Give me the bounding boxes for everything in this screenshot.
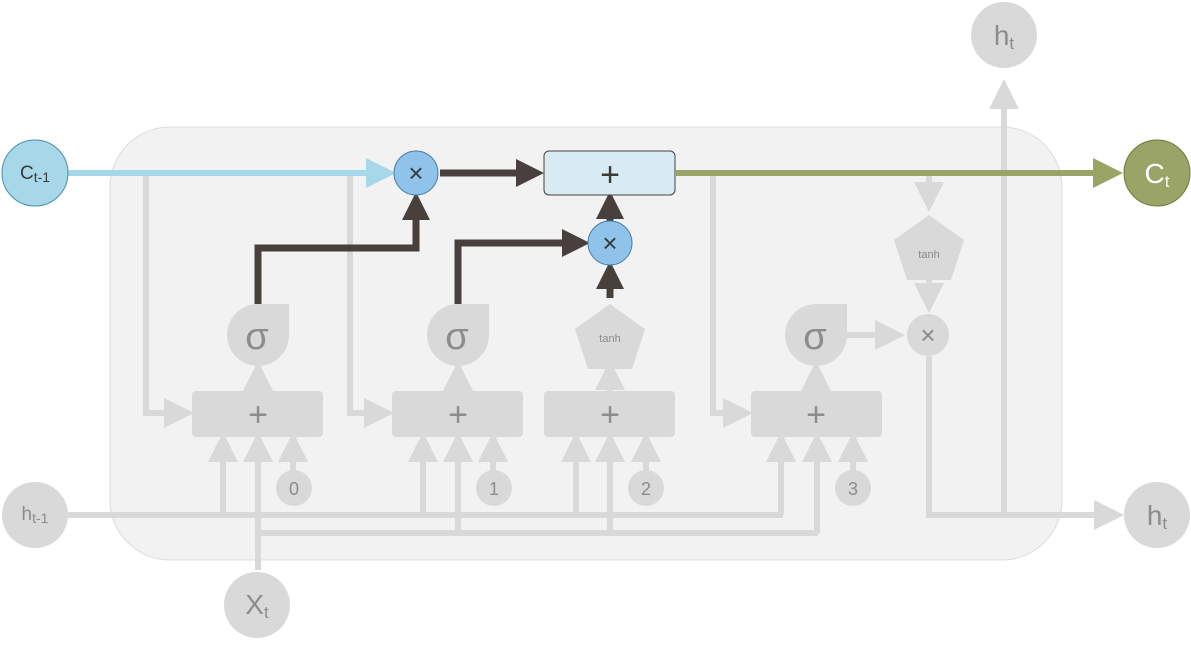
h-out-right-node: [1124, 482, 1190, 548]
h-prev-main: h: [22, 504, 33, 525]
sigma-label-1: σ: [445, 316, 468, 358]
peephole-3: [710, 173, 753, 428]
bias-label-3: 3: [848, 479, 858, 499]
bias-node-1: [476, 470, 512, 506]
sigma-label-3: σ: [803, 316, 826, 358]
h-out-right-main: h: [1147, 500, 1163, 531]
h-out-top-node: [971, 2, 1037, 68]
peephole-0: [143, 173, 194, 428]
cell-add-box: [543, 150, 676, 196]
output-mult-node: [907, 314, 949, 356]
c-out-main: C: [1145, 158, 1165, 189]
bias-label-2: 2: [641, 479, 651, 499]
cell-add-label: +: [600, 156, 620, 194]
sum-box-0: [192, 391, 323, 437]
forget-gate-arrow: [254, 192, 430, 304]
c-prev-label: Ct-1: [20, 163, 50, 185]
x-sub: t: [264, 603, 269, 622]
bias-label-0: 0: [289, 479, 299, 499]
sum-box-3: [751, 391, 882, 437]
input-mult-label: ×: [602, 228, 617, 258]
sum-boxes: [192, 391, 882, 437]
peephole-1: [347, 173, 394, 428]
c-out-sub: t: [1165, 172, 1170, 191]
bias-node-2: [628, 470, 664, 506]
h-out-right-sub: t: [1162, 514, 1167, 533]
h-prev-sub: t-1: [32, 510, 49, 526]
c-out-node: [1123, 139, 1191, 207]
dark-connections: [254, 159, 624, 304]
x-main: X: [245, 589, 264, 620]
tanh-label-2: tanh: [599, 333, 620, 345]
bias-nodes: [276, 470, 871, 506]
x-node: [224, 572, 290, 638]
tanh-label-out: tanh: [918, 249, 939, 261]
h-out-top-sub: t: [1009, 34, 1014, 53]
tanh-node-out: [894, 215, 964, 280]
sigma-node-1: [427, 304, 489, 366]
sum-box-3-plus: +: [806, 396, 826, 434]
bias-label-1: 1: [489, 479, 499, 499]
sigma-node-3: [785, 304, 847, 366]
sum-box-1-plus: +: [448, 396, 468, 434]
gray-connections: [68, 79, 1124, 570]
output-mult-label: ×: [920, 320, 935, 350]
bias-node-3: [835, 470, 871, 506]
sigma-nodes: [227, 304, 847, 366]
x-label: Xt: [245, 589, 269, 622]
sum-box-2-plus: +: [600, 396, 620, 434]
h-out-right-label: ht: [1147, 500, 1168, 533]
tanh-node-2: [575, 304, 645, 369]
mult-to-h: [926, 356, 1124, 530]
forget-mult-label: ×: [408, 158, 423, 188]
c-prev-sub: t-1: [34, 169, 51, 185]
h-prev-label: ht-1: [22, 504, 49, 526]
input-mult-node: [587, 220, 633, 266]
c-out-label: Ct: [1145, 158, 1170, 191]
h-prev-node: [2, 482, 68, 548]
c-prev-node: [1, 139, 69, 207]
sigma-label-0: σ: [245, 316, 268, 358]
input-gate-arrow: [454, 229, 590, 304]
sigma-node-0: [227, 304, 289, 366]
c-prev-main: C: [20, 163, 34, 184]
bias-node-0: [276, 470, 312, 506]
forget-mult-node: [393, 150, 439, 196]
h-out-top-label: ht: [994, 20, 1015, 53]
h-out-top-main: h: [994, 20, 1010, 51]
sum-box-2: [544, 391, 675, 437]
sum-box-0-plus: +: [248, 396, 268, 434]
sum-box-1: [392, 391, 523, 437]
